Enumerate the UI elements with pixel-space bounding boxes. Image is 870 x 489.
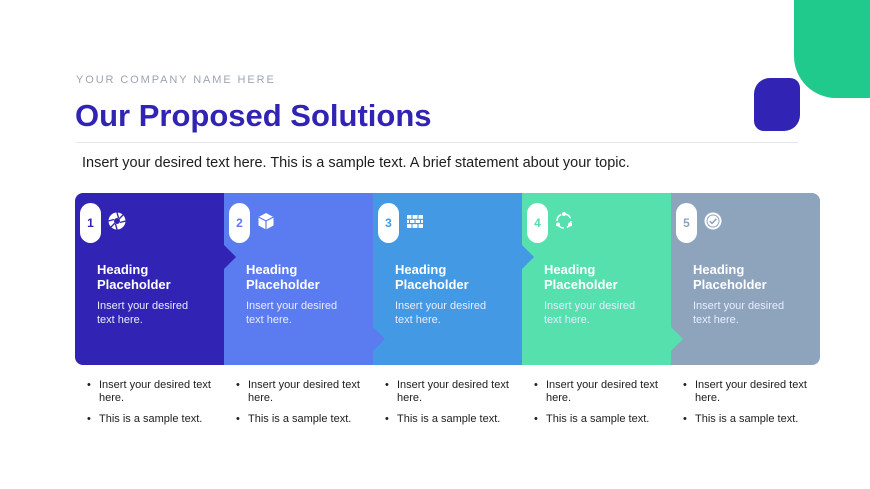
- step-panel-5[interactable]: 5 Heading Placeholder Insert your desire…: [671, 193, 820, 365]
- step-5-bullets: Insert your desired text here. This is a…: [683, 379, 808, 434]
- list-item: This is a sample text.: [385, 413, 510, 426]
- step-panel-2[interactable]: 2 Heading Placeholder Insert your desire…: [224, 193, 385, 365]
- list-item: Insert your desired text here.: [683, 379, 808, 405]
- list-item: Insert your desired text here.: [87, 379, 212, 405]
- step-text: Insert your desired text here.: [544, 300, 636, 326]
- step-number: 5: [676, 203, 697, 243]
- list-item: This is a sample text.: [683, 413, 808, 426]
- step-panel-1[interactable]: 1 Heading Placeholder Insert your desire…: [75, 193, 236, 365]
- chevron-arrow: [671, 327, 683, 351]
- chevron-arrow: [373, 327, 385, 351]
- list-item: Insert your desired text here.: [534, 379, 659, 405]
- step-heading: Heading Placeholder: [97, 262, 171, 292]
- step-number: 4: [527, 203, 548, 243]
- step-text: Insert your desired text here.: [693, 300, 785, 326]
- title-divider: [76, 142, 798, 143]
- steps-band: 1 Heading Placeholder Insert your desire…: [75, 193, 820, 365]
- step-panel-4[interactable]: 4 Heading Placeholder Insert your desire…: [522, 193, 683, 365]
- step-heading: Heading Placeholder: [246, 262, 320, 292]
- step-text: Insert your desired text here.: [97, 300, 189, 326]
- badge-icon: [703, 211, 723, 231]
- step-number: 2: [229, 203, 250, 243]
- box-icon: [256, 211, 276, 231]
- list-item: This is a sample text.: [87, 413, 212, 426]
- accent-square: [754, 78, 800, 131]
- step-panel-3[interactable]: 3 Heading Placeholder Insert your desire…: [373, 193, 534, 365]
- step-2-bullets: Insert your desired text here. This is a…: [236, 379, 361, 434]
- step-heading: Heading Placeholder: [544, 262, 618, 292]
- slide-subtitle: Insert your desired text here. This is a…: [82, 155, 630, 171]
- list-item: Insert your desired text here.: [385, 379, 510, 405]
- list-item: This is a sample text.: [236, 413, 361, 426]
- step-heading: Heading Placeholder: [693, 262, 767, 292]
- step-1-bullets: Insert your desired text here. This is a…: [87, 379, 212, 434]
- cycle-icon: [554, 211, 574, 231]
- step-text: Insert your desired text here.: [246, 300, 338, 326]
- list-item: This is a sample text.: [534, 413, 659, 426]
- step-number: 3: [378, 203, 399, 243]
- step-4-bullets: Insert your desired text here. This is a…: [534, 379, 659, 434]
- step-number: 1: [80, 203, 101, 243]
- step-3-bullets: Insert your desired text here. This is a…: [385, 379, 510, 434]
- slide-title: Our Proposed Solutions: [75, 98, 432, 133]
- corner-decoration: [794, 0, 870, 98]
- chevron-arrow: [522, 245, 534, 269]
- brick-wall-icon: [405, 211, 425, 231]
- step-text: Insert your desired text here.: [395, 300, 487, 326]
- chevron-arrow: [224, 245, 236, 269]
- step-heading: Heading Placeholder: [395, 262, 469, 292]
- company-name: YOUR COMPANY NAME HERE: [76, 74, 276, 86]
- aperture-icon: [107, 211, 127, 231]
- list-item: Insert your desired text here.: [236, 379, 361, 405]
